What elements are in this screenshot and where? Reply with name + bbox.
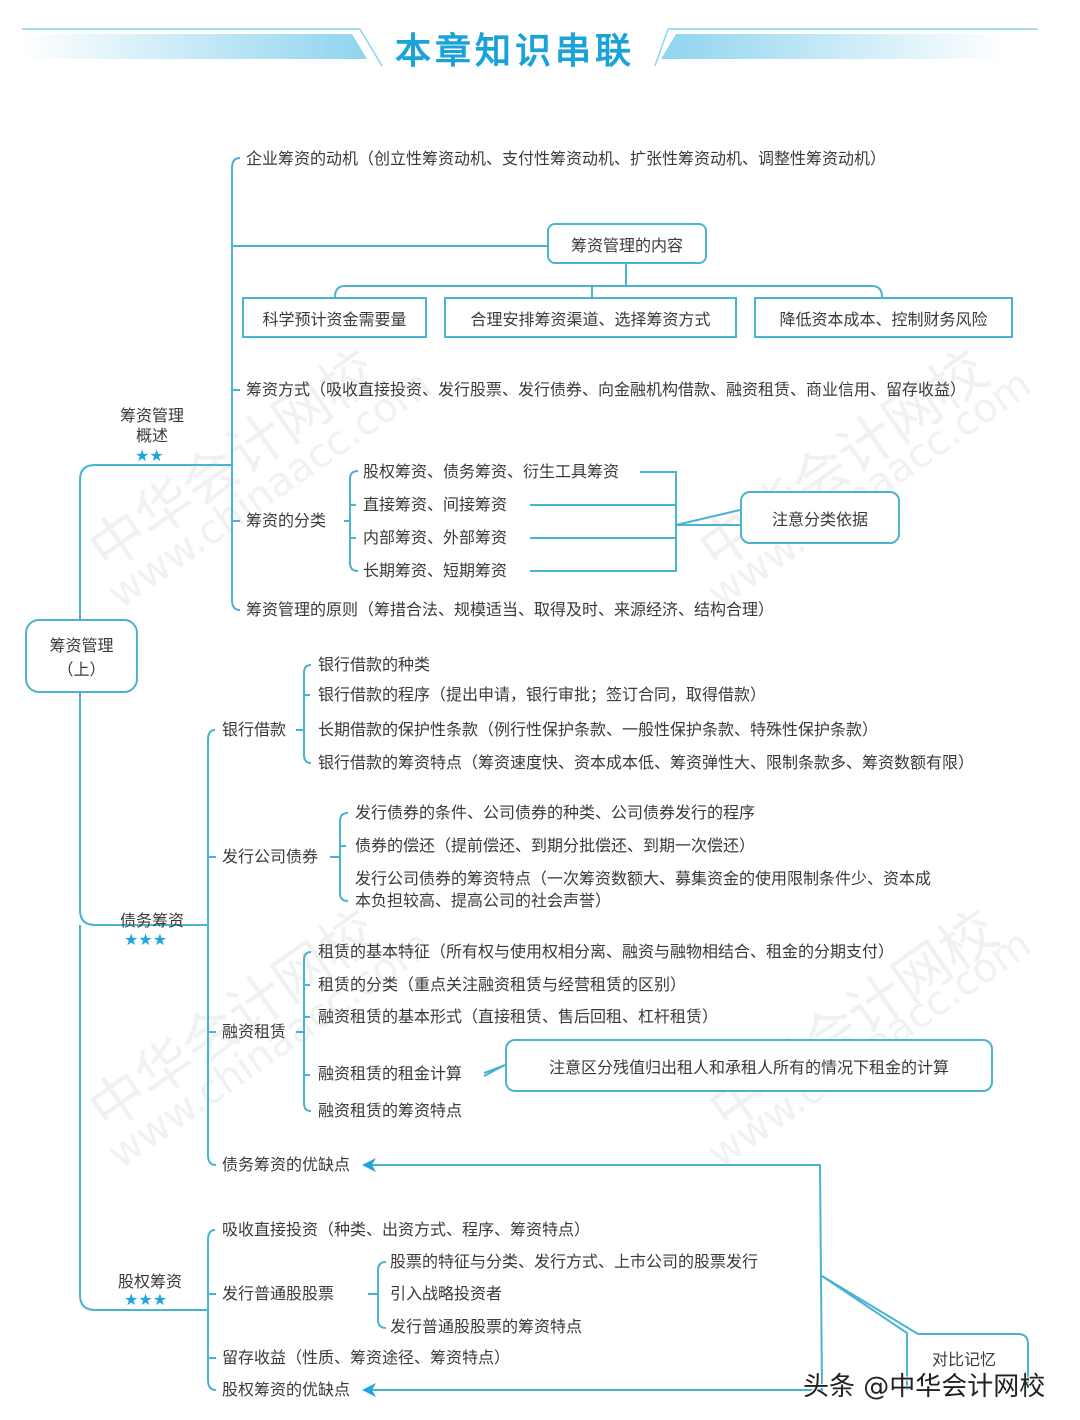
bonds-item: 发行债券的条件、公司债券的种类、公司债券发行的程序 bbox=[355, 803, 756, 822]
section-overview-label: 筹资管理 概述 bbox=[112, 406, 192, 446]
classification-note-box: 注意分类依据 bbox=[740, 491, 900, 544]
content-title-box: 筹资管理的内容 bbox=[547, 223, 707, 264]
bonds-item: 发行公司债券的筹资特点（一次筹资数额大、募集资金的使用限制条件少、资本成 bbox=[355, 869, 932, 888]
compare-note: 对比记忆 bbox=[932, 1350, 997, 1369]
motive-text: 企业筹资的动机（创立性筹资动机、支付性筹资动机、扩张性筹资动机、调整性筹资动机） bbox=[246, 149, 887, 168]
classification-item: 直接筹资、间接筹资 bbox=[363, 495, 508, 514]
debt-pros-cons: 债务筹资的优缺点 bbox=[222, 1155, 351, 1174]
root-label-sub: （上） bbox=[57, 660, 106, 679]
leasing-item: 融资租赁的基本形式（直接租赁、售后回租、杠杆租赁） bbox=[318, 1007, 719, 1026]
leasing-item: 融资租赁的租金计算 bbox=[318, 1064, 463, 1083]
methods-text: 筹资方式（吸收直接投资、发行股票、发行债券、向金融机构借款、融资租赁、商业信用、… bbox=[246, 380, 967, 399]
bonds-item-cont: 本负担较高、提高公司的社会声誉） bbox=[355, 891, 612, 910]
bank-loan-label: 银行借款 bbox=[222, 720, 287, 739]
common-stock-label: 发行普通股股票 bbox=[222, 1284, 335, 1303]
classification-item: 股权筹资、债务筹资、衍生工具筹资 bbox=[363, 462, 620, 481]
leasing-item: 租赁的基本特征（所有权与使用权相分离、融资与融物相结合、租金的分期支付） bbox=[318, 942, 895, 961]
bank-loan-item: 银行借款的程序（提出申请，银行审批；签订合同，取得借款） bbox=[318, 685, 767, 704]
section-debt-label: 债务筹资 bbox=[119, 911, 184, 930]
star-rating: ★★★ bbox=[124, 930, 168, 949]
content-item-box: 科学预计资金需要量 bbox=[242, 297, 427, 338]
common-stock-item: 引入战略投资者 bbox=[390, 1284, 503, 1303]
section-equity-label: 股权筹资 bbox=[117, 1272, 182, 1291]
equity-pros-cons: 股权筹资的优缺点 bbox=[222, 1380, 351, 1399]
banner-decoration bbox=[22, 28, 1038, 67]
leasing-note-box: 注意区分残值归出租人和承租人所有的情况下租金的计算 bbox=[505, 1039, 993, 1092]
classification-label: 筹资的分类 bbox=[246, 511, 327, 530]
retained-earnings-text: 留存收益（性质、筹资途径、筹资特点） bbox=[222, 1348, 511, 1367]
leasing-item: 租赁的分类（重点关注融资租赁与经营租赁的区别） bbox=[318, 975, 687, 994]
principles-text: 筹资管理的原则（筹措合法、规模适当、取得及时、来源经济、结构合理） bbox=[246, 600, 775, 619]
bank-loan-item: 银行借款的种类 bbox=[318, 655, 431, 674]
direct-investment-text: 吸收直接投资（种类、出资方式、程序、筹资特点） bbox=[222, 1220, 591, 1239]
page-title: 本章知识串联 bbox=[395, 31, 636, 72]
classification-item: 内部筹资、外部筹资 bbox=[363, 528, 508, 547]
leasing-label: 融资租赁 bbox=[222, 1022, 287, 1041]
section-overview-title: 筹资管理 bbox=[119, 406, 184, 425]
content-item-box: 降低资本成本、控制财务风险 bbox=[754, 297, 1013, 338]
bonds-label: 发行公司债券 bbox=[222, 847, 319, 866]
star-rating: ★★ bbox=[135, 446, 164, 465]
bank-loan-item: 长期借款的保护性条款（例行性保护条款、一般性保护条款、特殊性保护条款） bbox=[318, 720, 879, 739]
star-rating: ★★★ bbox=[124, 1290, 168, 1309]
bank-loan-item: 银行借款的筹资特点（筹资速度快、资本成本低、筹资弹性大、限制条款多、筹资数额有限… bbox=[318, 753, 975, 772]
section-overview-subtitle: 概述 bbox=[135, 426, 168, 445]
leasing-item: 融资租赁的筹资特点 bbox=[318, 1101, 463, 1120]
common-stock-item: 股票的特征与分类、发行方式、上市公司的股票发行 bbox=[390, 1252, 759, 1271]
content-item-box: 合理安排筹资渠道、选择筹资方式 bbox=[444, 297, 737, 338]
footer-credit: 头条 @中华会计网校 bbox=[803, 1372, 1046, 1402]
root-node[interactable]: 筹资管理 （上） bbox=[25, 619, 138, 693]
bonds-item: 债券的偿还（提前偿还、到期分批偿还、到期一次偿还） bbox=[355, 836, 756, 855]
root-label: 筹资管理 bbox=[49, 636, 114, 655]
classification-item: 长期筹资、短期筹资 bbox=[363, 561, 508, 580]
common-stock-item: 发行普通股股票的筹资特点 bbox=[390, 1317, 583, 1336]
